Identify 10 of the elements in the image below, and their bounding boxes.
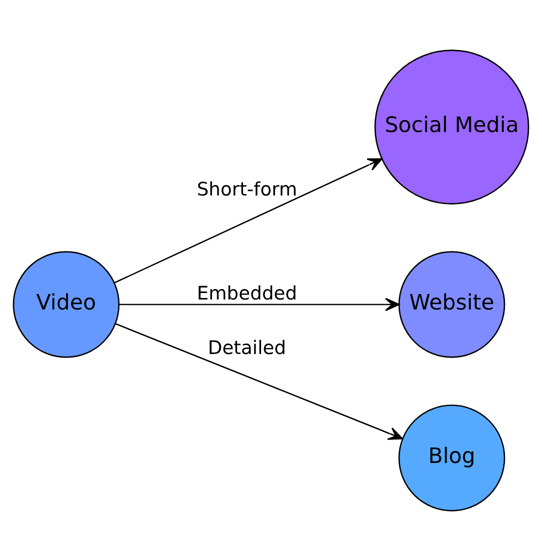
- arrow: [115, 322, 403, 440]
- edge-label: Embedded: [196, 282, 298, 304]
- node-circle: Blog: [398, 404, 506, 511]
- node-circle: Social Media: [374, 49, 530, 204]
- arrow: [114, 158, 382, 283]
- arrow: [119, 297, 400, 311]
- edge-label: Detailed: [208, 338, 286, 359]
- node-circle: Video: [12, 250, 120, 358]
- edge-label: Short-form: [196, 178, 298, 200]
- node-circle: Website: [398, 250, 506, 358]
